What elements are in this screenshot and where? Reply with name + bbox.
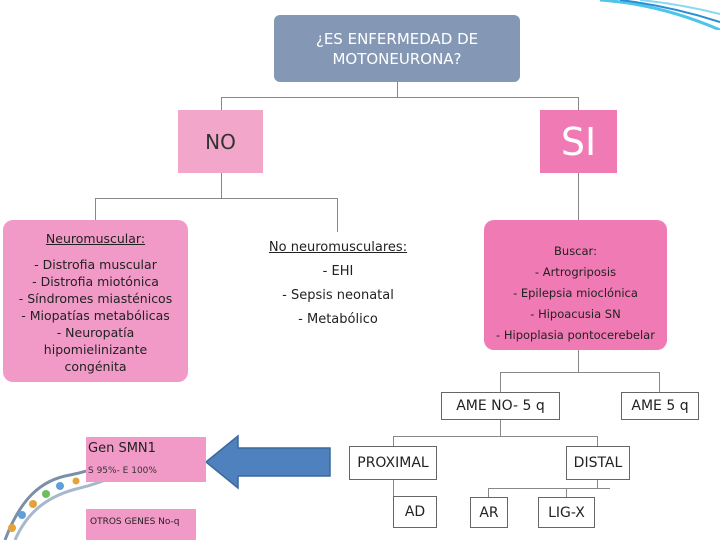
ad-box: AD	[393, 496, 437, 528]
lig-x-label: LIG-X	[548, 504, 585, 521]
buscar-item: - Hipoplasia pontocerebelar	[496, 328, 655, 342]
no-neuromuscular-heading: No neuromusculares:	[268, 240, 408, 255]
neuromuscular-heading: Neuromuscular:	[45, 231, 146, 246]
buscar-item: - Epilepsia mioclónica	[513, 286, 638, 300]
connector-line	[500, 372, 659, 373]
neuromuscular-item: congénita	[64, 359, 127, 374]
decorative-swoosh	[600, 0, 720, 30]
no-box: NO	[178, 110, 263, 173]
connector-line	[500, 420, 501, 436]
ame-5q-box: AME 5 q	[621, 392, 699, 420]
connector-line	[659, 372, 660, 392]
proximal-box: PROXIMAL	[349, 446, 437, 480]
otros-genes-label: OTROS GENES No-q	[90, 517, 180, 527]
si-label: SI	[560, 119, 597, 164]
connector-line	[578, 350, 579, 372]
connector-line	[566, 488, 567, 497]
neuromuscular-item: - Miopatías metabólicas	[21, 308, 170, 323]
distal-box: DISTAL	[566, 446, 630, 480]
left-arrow-icon	[204, 434, 331, 490]
gen-smn1-title: Gen SMN1	[88, 441, 156, 456]
connector-line	[221, 97, 578, 98]
connector-line	[597, 480, 598, 488]
neuromuscular-item: hipomielinizante	[43, 342, 148, 357]
lig-x-box: LIG-X	[538, 497, 595, 528]
proximal-label: PROXIMAL	[357, 455, 429, 471]
ame-no-5q-label: AME NO- 5 q	[456, 398, 545, 414]
connector-line	[578, 97, 579, 110]
buscar-heading: Buscar:	[554, 244, 597, 258]
neuromuscular-item: - Distrofia miotónica	[32, 274, 159, 289]
buscar-item: - Artrogriposis	[534, 265, 617, 279]
buscar-item: - Hipoacusia SN	[530, 307, 621, 321]
no-label: NO	[205, 129, 236, 154]
connector-line	[578, 173, 579, 220]
neuromuscular-box: Neuromuscular: - Distrofia muscular - Di…	[3, 220, 188, 382]
connector-line	[337, 198, 338, 232]
connector-line	[488, 488, 489, 497]
distal-label: DISTAL	[573, 455, 623, 471]
connector-line	[393, 480, 394, 496]
connector-line	[500, 372, 501, 392]
gen-smn1-box: Gen SMN1 S 95%- E 100%	[86, 437, 206, 482]
si-box: SI	[540, 110, 617, 173]
connector-line	[397, 82, 398, 97]
neuromuscular-item: - Distrofia muscular	[34, 257, 157, 272]
ar-box: AR	[470, 497, 508, 528]
no-neuromuscular-item: - Metabólico	[298, 312, 378, 327]
connector-line	[597, 436, 598, 446]
no-neuromuscular-item: - EHI	[322, 264, 354, 279]
connector-line	[221, 97, 222, 110]
connector-line	[95, 198, 96, 220]
no-neuromuscular-item: - Sepsis neonatal	[282, 288, 394, 303]
ar-label: AR	[479, 504, 499, 521]
connector-line	[488, 488, 610, 489]
title-box: ¿ES ENFERMEDAD DE MOTONEURONA?	[274, 15, 520, 82]
otros-genes-box: OTROS GENES No-q	[86, 509, 196, 540]
gen-smn1-sensitivity: S 95%- E 100%	[88, 466, 157, 476]
no-neuromuscular-box: No neuromusculares: - EHI - Sepsis neona…	[238, 232, 438, 332]
buscar-box: Buscar: - Artrogriposis - Epilepsia mioc…	[484, 220, 667, 350]
neuromuscular-item: - Síndromes miasténicos	[18, 291, 173, 306]
connector-line	[393, 436, 394, 446]
connector-line	[393, 436, 597, 437]
neuromuscular-item: - Neuropatía	[56, 325, 135, 340]
title-text: ¿ES ENFERMEDAD DE MOTONEURONA?	[315, 29, 479, 68]
connector-line	[95, 198, 337, 199]
connector-line	[221, 173, 222, 198]
ad-label: AD	[404, 504, 426, 520]
ame-no-5q-box: AME NO- 5 q	[441, 392, 560, 420]
ame-5q-label: AME 5 q	[631, 398, 689, 414]
